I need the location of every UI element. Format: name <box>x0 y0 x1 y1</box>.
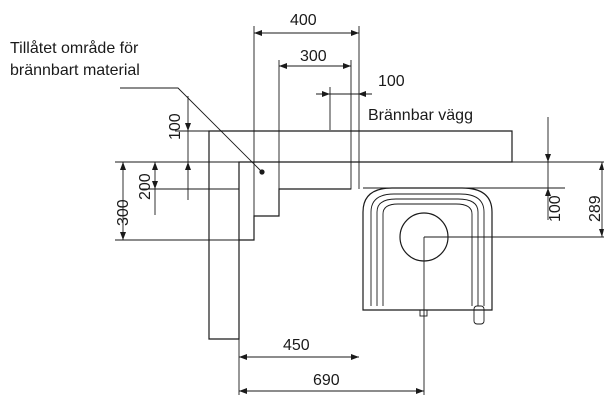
dim-400: 400 <box>253 12 360 216</box>
dim-100-left-label: 100 <box>167 113 184 140</box>
dim-300-top-label: 300 <box>300 48 327 65</box>
heater-unit <box>362 187 604 395</box>
dim-400-label: 400 <box>290 12 317 29</box>
dim-100-top: 100 <box>316 73 405 130</box>
dim-289-right: 289 <box>587 162 604 237</box>
allowed-area-hatch <box>238 161 352 241</box>
dim-100-top-label: 100 <box>378 73 405 90</box>
dim-200-left-label: 200 <box>137 173 154 200</box>
dim-289-right-label: 289 <box>587 195 604 222</box>
allowed-area-label-line2: brännbart material <box>10 62 140 79</box>
dim-200-left: 200 <box>137 161 239 215</box>
allowed-area-leader <box>120 87 263 173</box>
dim-450: 450 <box>238 337 359 395</box>
dim-300-left-label: 300 <box>115 199 132 226</box>
dim-690: 690 <box>239 372 424 394</box>
dim-100-left: 100 <box>167 96 209 200</box>
dim-300-left: 300 <box>115 161 239 241</box>
dim-100-right: 100 <box>363 117 604 222</box>
combustible-wall-label: Brännbar vägg <box>368 107 473 124</box>
dim-100-right-label: 100 <box>547 195 564 222</box>
allowed-area-label-line1: Tillåtet område för <box>10 39 139 57</box>
dim-450-label: 450 <box>283 337 310 354</box>
dim-690-label: 690 <box>313 372 340 389</box>
dim-300-top: 300 <box>278 48 352 189</box>
